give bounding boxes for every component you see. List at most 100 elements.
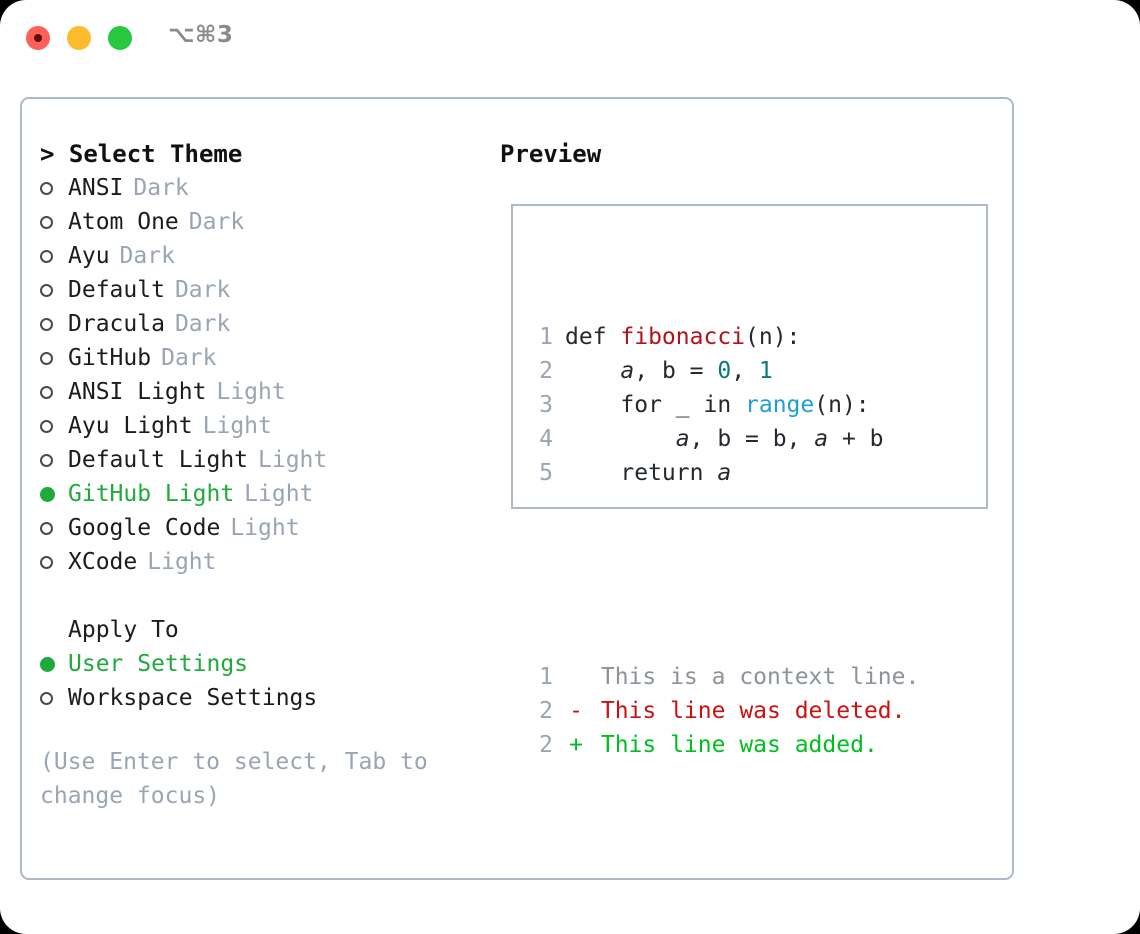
theme-label: XCode — [68, 549, 138, 575]
line-number: 1 — [539, 324, 553, 350]
line-number: 2 — [539, 358, 553, 384]
theme-variant-tag: Light — [258, 447, 328, 473]
code-token: 0 — [717, 358, 732, 384]
apply-to-label: Workspace Settings — [68, 685, 318, 711]
preview-heading: Preview — [500, 140, 602, 168]
line-number: 2 — [539, 732, 553, 758]
bullet-shape — [40, 555, 53, 569]
bullet-shape — [40, 486, 55, 502]
theme-item[interactable]: ANSI Dark — [40, 171, 500, 205]
diff-line: 2- This line was deleted. — [527, 694, 919, 728]
title-bar: ⌥⌘3 — [0, 0, 1140, 78]
theme-item[interactable]: XCode Light — [40, 545, 500, 579]
diff-marker: - — [569, 698, 583, 724]
bullet-shape — [40, 317, 53, 331]
radio-unselected-icon — [40, 453, 68, 467]
theme-item[interactable]: GitHub Light Light — [40, 477, 500, 511]
theme-label: Ayu Light — [68, 413, 193, 439]
diff-marker — [565, 660, 587, 694]
diff-text: This line was added. — [587, 732, 878, 758]
code-token: a — [675, 426, 690, 452]
diff-lines: 1 This is a context line.2- This line wa… — [527, 660, 919, 762]
bullet-shape — [40, 215, 53, 229]
apply-to-label: User Settings — [68, 651, 249, 677]
theme-label: Google Code — [68, 515, 221, 541]
keyboard-hint-text: (Use Enter to select, Tab to change focu… — [40, 749, 428, 809]
radio-selected-icon — [40, 656, 68, 672]
code-token: a — [717, 460, 732, 486]
bullet-shape — [40, 691, 53, 705]
maximize-button[interactable] — [108, 26, 132, 50]
theme-item[interactable]: ANSI Light Light — [40, 375, 500, 409]
radio-unselected-icon — [40, 283, 68, 297]
close-button[interactable] — [26, 26, 50, 50]
line-number: 2 — [539, 698, 553, 724]
minimize-button[interactable] — [67, 26, 91, 50]
bullet-shape — [40, 249, 53, 263]
theme-variant-tag: Dark — [161, 345, 217, 371]
code-token: range — [745, 392, 815, 418]
code-token: = — [675, 358, 718, 384]
code-token: + b — [828, 426, 884, 452]
theme-label: Default Light — [68, 447, 249, 473]
bullet-shape — [40, 656, 55, 672]
bullet-shape — [40, 385, 53, 399]
theme-label: Atom One — [68, 209, 179, 235]
code-token: (n): — [814, 392, 870, 418]
theme-variant-tag: Dark — [133, 175, 189, 201]
radio-unselected-icon — [40, 419, 68, 433]
window-controls — [26, 26, 132, 50]
diff-line: 1 This is a context line. — [527, 660, 919, 694]
code-line: 3 for _ in range(n): — [527, 388, 919, 422]
line-number: 4 — [539, 426, 553, 452]
theme-variant-tag: Light — [216, 379, 286, 405]
theme-variant-tag: Light — [230, 515, 300, 541]
bullet-shape — [40, 181, 53, 195]
theme-item[interactable]: Default Light Light — [40, 443, 500, 477]
bullet-shape — [40, 351, 53, 365]
theme-label: Dracula — [68, 311, 165, 337]
code-token — [565, 354, 620, 388]
theme-label: GitHub Light — [68, 481, 235, 507]
radio-unselected-icon — [40, 215, 68, 229]
radio-unselected-icon — [40, 249, 68, 263]
bullet-shape — [40, 419, 53, 433]
diff-marker: + — [569, 732, 583, 758]
code-token: , — [731, 358, 759, 384]
apply-to-item[interactable]: Workspace Settings — [40, 681, 500, 715]
theme-label: ANSI Light — [68, 379, 207, 405]
theme-label: Default — [68, 277, 165, 303]
theme-label: ANSI — [68, 175, 124, 201]
radio-unselected-icon — [40, 691, 68, 705]
theme-variant-tag: Light — [147, 549, 217, 575]
theme-variant-tag: Light — [244, 481, 314, 507]
code-token: fibonacci — [620, 324, 746, 350]
code-token: return — [565, 460, 718, 486]
radio-unselected-icon — [40, 385, 68, 399]
radio-unselected-icon — [40, 351, 68, 365]
line-number: 3 — [539, 392, 553, 418]
apply-to-heading: Apply To — [68, 617, 179, 643]
apply-to-item[interactable]: User Settings — [40, 647, 500, 681]
line-number: 5 — [539, 460, 553, 486]
code-line: 2 a, b = 0, 1 — [527, 354, 919, 388]
theme-item[interactable]: Google Code Light — [40, 511, 500, 545]
code-token — [565, 422, 676, 456]
bullet-shape — [40, 521, 53, 535]
code-token: , b = b, — [689, 426, 815, 452]
keyboard-shortcut-label: ⌥⌘3 — [168, 22, 234, 48]
